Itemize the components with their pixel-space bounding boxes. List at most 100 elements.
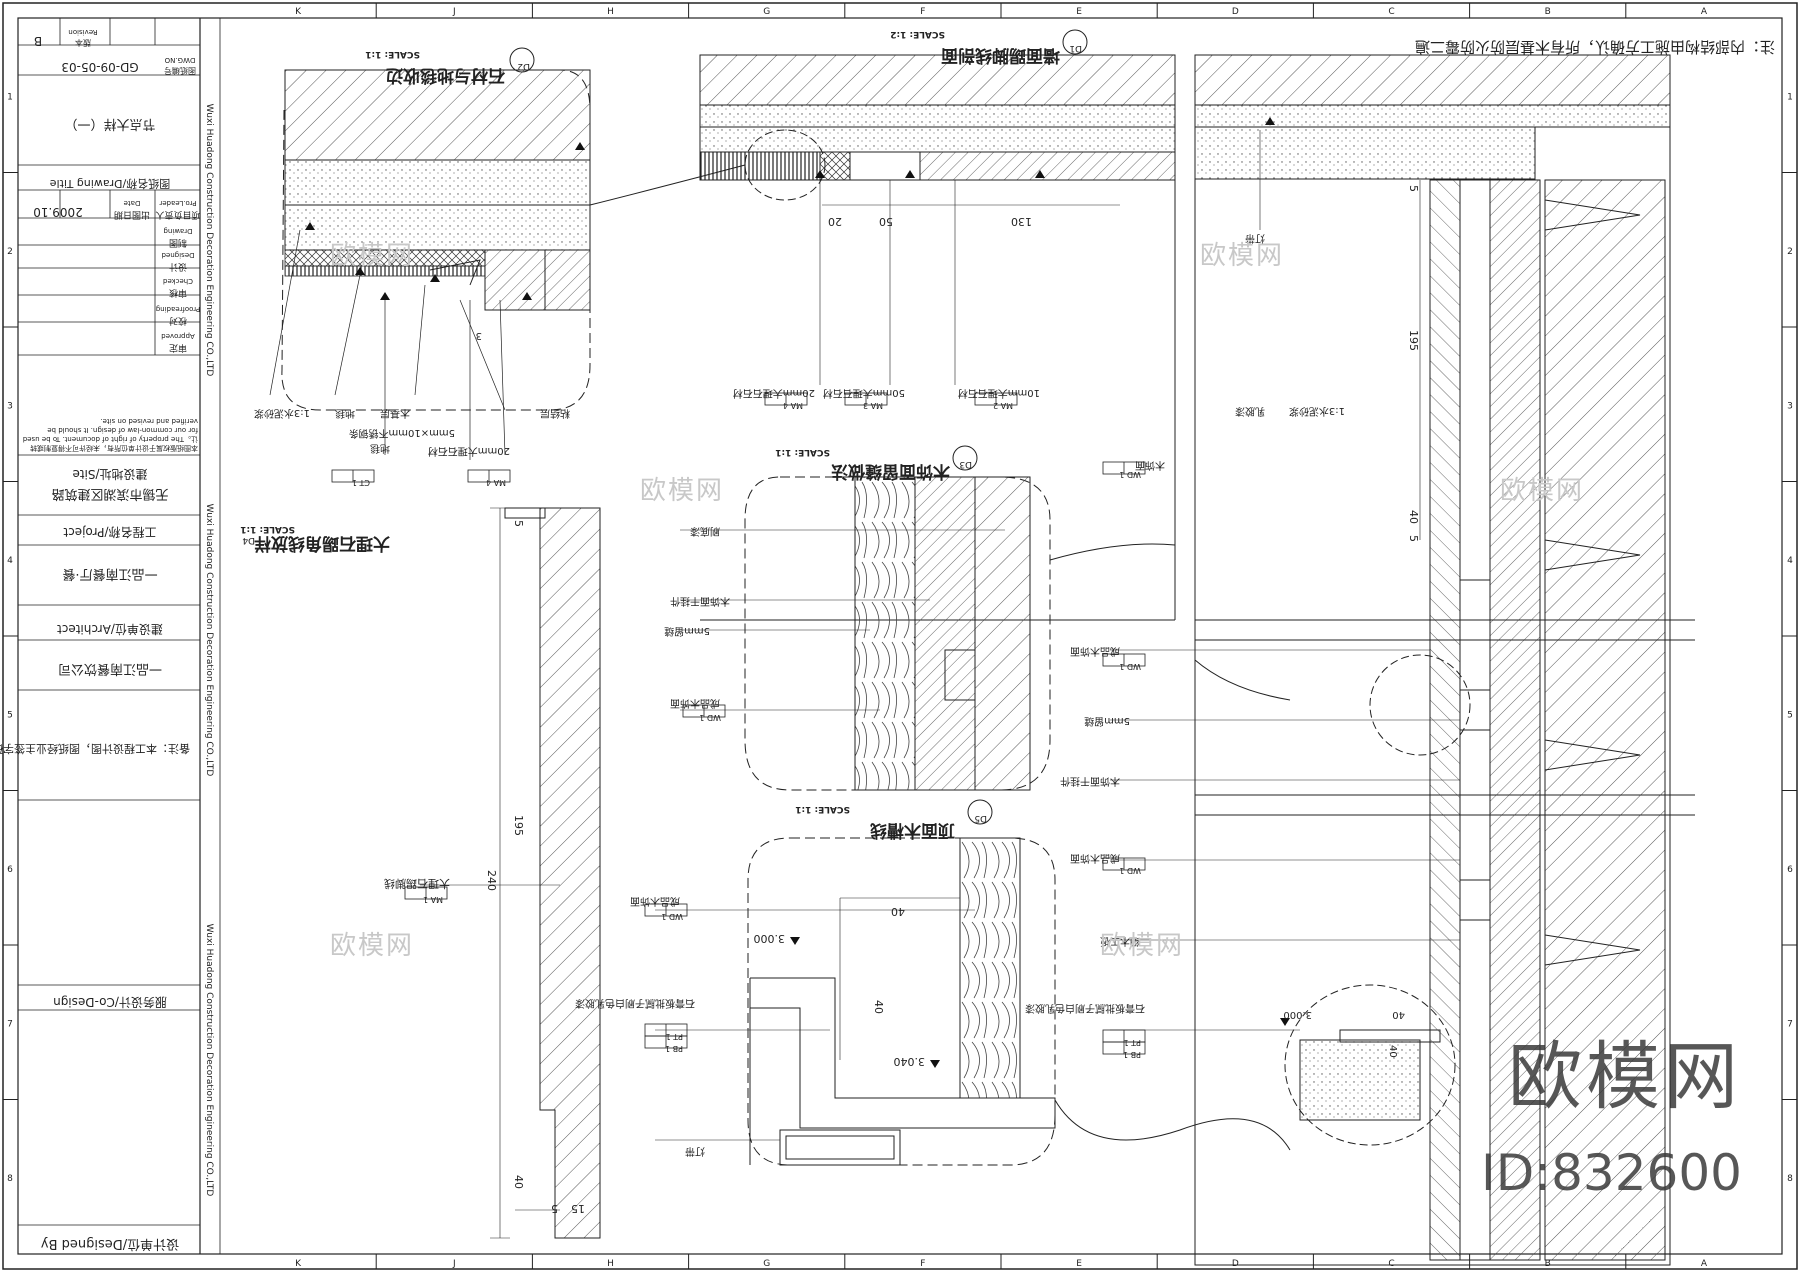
drawing-title-label: 图纸名称/Drawing Title [50, 177, 171, 191]
drawing-no-en: DWG.NO [164, 56, 195, 64]
label-finish: 成品木饰面 [670, 697, 720, 710]
watermark-small-5: 欧模网 [330, 931, 415, 961]
label-cement: 1:3水泥砂浆 [1289, 405, 1345, 418]
label-stone-50: 50mm大理石石材 [823, 387, 905, 400]
tag-pb1b: PB 1 [1123, 1050, 1141, 1059]
row-number-7-left: 7 [7, 1019, 13, 1029]
date-en: Date [124, 199, 141, 207]
company-vertical-3: Wuxi Huadong Construction Decoration Eng… [204, 104, 214, 377]
top-note: 注：内部结构由施工方确认，所有木基层防火防霉二遍 [1415, 38, 1775, 56]
dim-d5-40b: 40 [872, 1000, 885, 1014]
tags-right [1102, 461, 1146, 1055]
designed-label: 设计 [169, 261, 187, 273]
detail-d4: 5 195 240 40 15 5 大理石踢脚线 MA 1 大理石踢角线放样 S… [240, 507, 601, 1239]
drawing-title-value: 节点大样（一） [64, 116, 155, 131]
dim-d4-195: 195 [512, 815, 525, 836]
column-letter-f-bottom: F [920, 1259, 925, 1269]
tag-pb1: PB 1 [665, 1044, 683, 1053]
architect-value: 一品江南餐饮公司 [58, 661, 162, 677]
d1-scale: SCALE: 1:2 [890, 29, 945, 39]
dim-d4-15: 15 [571, 1202, 585, 1215]
column-letter-d-bottom: D [1232, 1259, 1239, 1269]
drawn-label: 制图 [169, 237, 187, 249]
project-leader-en: Pro.Leader [159, 199, 196, 207]
column-letter-f-top: F [920, 7, 925, 17]
right-elevation: 成品木饰面 5mm留缝 木饰面干挂件 成品木饰面 细木工板 石膏板批腻子刷白色乳… [1025, 179, 1695, 1261]
version-en: Revision [68, 28, 97, 36]
title-block-text: 设计单位/Designed By 服务设计/Co-Design 备注：本工程设计… [0, 28, 214, 1251]
d3-id: D3 [959, 459, 972, 469]
tag-wd1e: WD 1 [661, 912, 683, 921]
dim-d5-3040: 3.040 [894, 1055, 926, 1068]
project-label: 工程名称/Project [63, 525, 156, 540]
dim-d4-5: 5 [512, 520, 525, 527]
column-letter-e-top: E [1076, 7, 1082, 17]
d1-id: D1 [1069, 43, 1082, 53]
co-design-label: 服务设计/Co-Design [53, 995, 167, 1010]
tag-ma4: MA 4 [486, 478, 506, 487]
dim-d5-3000: 3.000 [754, 932, 786, 945]
note-line: 备注：本工程设计图，图纸经业主签字确认后，方可使用图纸施工，施工单位必须按本施工… [0, 742, 190, 756]
label-stone-edge: 1:3水泥砂浆 [254, 407, 310, 420]
watermark-small-2: 欧模网 [1200, 241, 1285, 271]
watermark-small-6: 欧模网 [1100, 931, 1185, 961]
label-self-leveling-b: 石膏板批腻子刷白色乳胶漆 [1025, 1002, 1145, 1015]
tag-ma2: MA 2 [993, 401, 1013, 410]
column-letter-g-top: G [763, 7, 770, 17]
dim-d4-240: 240 [485, 870, 498, 891]
label-light-d5: 灯带 [685, 1145, 705, 1157]
project-value: 一品江南餐厅·餐 [62, 566, 157, 582]
label-light: 灯带 [1245, 232, 1265, 244]
row-number-8-right: 8 [1787, 1174, 1793, 1184]
dim-d1-20: 20 [828, 215, 842, 228]
label-wood-keel: 木饰面干挂件 [670, 595, 730, 608]
label-wood-finish: 成品木饰面 [1070, 645, 1120, 658]
row-number-5-right: 5 [1787, 710, 1793, 720]
row-number-5-left: 5 [7, 710, 13, 720]
tag-wd1b: WD 1 [1119, 662, 1141, 671]
column-letter-k-bottom: K [295, 1259, 302, 1269]
d2-title: 石材与地毯收边 [385, 65, 506, 86]
d5-title: 顶面木槽线 [870, 820, 955, 841]
dim-d1-40: 40 [1407, 510, 1420, 524]
label-carpet: 地毯 [335, 407, 355, 420]
designed-by-label: 设计单位/Designed By [41, 1236, 180, 1251]
row-number-2-right: 2 [1787, 247, 1793, 257]
d4-id: D4 [242, 535, 255, 545]
d2-id: D2 [517, 61, 530, 71]
row-number-4-left: 4 [7, 556, 13, 566]
row-number-3-left: 3 [7, 401, 13, 411]
label-marble-d4: 大理石踢脚线 [384, 877, 450, 891]
project-leader-label: 项目负责人 [155, 209, 200, 221]
tag-wd1c: WD 1 [1119, 866, 1141, 875]
row-number-8-left: 8 [7, 1174, 13, 1184]
row-number-6-right: 6 [1787, 865, 1793, 875]
watermark-small-4: 欧模网 [1500, 476, 1585, 506]
d1-title: 墙面踢脚线剖面 [941, 45, 1060, 66]
detail-d3: 刷底漆 木饰面干挂件 5mm留缝 成品木饰面 WD 1 D3 木饰面留缝做法 S… [664, 445, 1176, 791]
label-gap-5b: 5mm留缝 [1084, 715, 1130, 728]
label-gap-5: 5mm留缝 [664, 625, 710, 638]
label-board: 细木工板 [1100, 935, 1140, 948]
column-letter-j-bottom: J [452, 1259, 456, 1269]
d2-scale: SCALE: 1:1 [365, 49, 420, 59]
tag-wd1: WD 1 [1119, 470, 1141, 479]
watermark-small-3: 欧模网 [640, 476, 725, 506]
drawing-no-value: GD-09-05-03 [61, 60, 138, 74]
d4-scale: SCALE: 1:1 [240, 524, 295, 534]
tag-pt1: PT 1 [666, 1032, 683, 1041]
dim-d1-50: 50 [879, 215, 893, 228]
company-vertical-1: Wuxi Huadong Construction Decoration Eng… [204, 504, 214, 777]
dim-d4-40: 40 [512, 1175, 525, 1189]
tag-ma4b: MA 4 [783, 401, 803, 410]
label-stone-10: 10mm大理石石材 [958, 387, 1040, 400]
drawing-no-label: 图纸编号 [164, 66, 196, 76]
dim-r-40b: 40 [1387, 1045, 1398, 1058]
approved-label: 审定 [169, 342, 187, 354]
d4-title: 大理石踢角线放样 [254, 533, 390, 554]
detail-d2: 1:3水泥砂浆 地毯 木基层 5mm×10mm不锈钢条 20mm大理石石材 粘结… [254, 47, 591, 487]
proofread-label: 校对 [169, 315, 187, 327]
tags-d1 [764, 392, 1018, 406]
